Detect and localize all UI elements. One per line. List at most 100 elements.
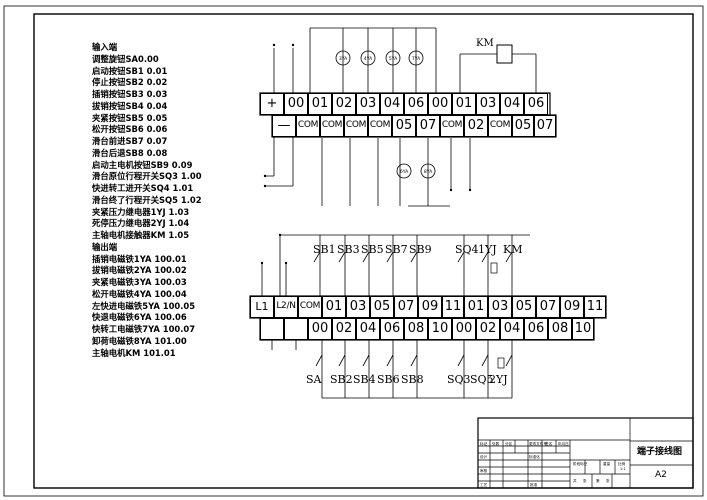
tb-label: 阶段标记: [573, 462, 588, 466]
contactor-label: KM: [476, 38, 494, 49]
switch-label: SQ5: [470, 373, 494, 386]
coil-6YA: 6YA: [400, 169, 409, 175]
terminal: 06: [524, 318, 548, 340]
input-item: 松开按钮SB6 0.06: [92, 124, 168, 135]
output-item: 左快进电磁铁5YA 100.05: [92, 300, 196, 311]
terminal: 03: [356, 93, 380, 115]
terminal: 06: [404, 93, 428, 115]
terminal: 02: [332, 93, 356, 115]
terminal-L1: L1: [250, 296, 274, 318]
terminal: 06: [524, 93, 548, 115]
input-heading: 输入端: [92, 42, 118, 52]
output-heading: 输出端: [92, 241, 118, 252]
terminal: 00: [284, 93, 308, 115]
tb-label: 张: [583, 479, 587, 483]
output-item: 拔销电磁铁2YA 100.02: [92, 265, 187, 276]
tb-label: 工艺: [480, 483, 488, 487]
tb-label: 签名: [545, 442, 553, 446]
tb-label: 批准: [530, 483, 538, 487]
terminal: 11: [442, 296, 464, 318]
coil-8YA: 8YA: [424, 169, 433, 175]
scale: 1:1: [620, 467, 626, 471]
switch-label: SB9: [409, 243, 432, 256]
output-item: 松开电磁铁4YA 100.04: [92, 288, 187, 299]
terminal: 00: [452, 318, 476, 340]
tb-label: 更改文件号: [529, 442, 547, 446]
terminal: 07: [534, 115, 556, 137]
terminal: 03: [476, 93, 500, 115]
ground-terminal: ⏚: [284, 318, 308, 340]
switch-label: SQ3: [447, 373, 471, 386]
tb-label: 重量: [603, 462, 611, 466]
tb-label: 张: [606, 479, 610, 483]
switch-label: SB6: [377, 373, 400, 386]
terminal: COM: [344, 115, 368, 137]
terminal: 10: [428, 318, 452, 340]
terminal: 08: [548, 318, 572, 340]
drawing-title: 端子接线图: [637, 447, 683, 457]
switch-label: SB3: [337, 243, 360, 256]
terminal: 00: [428, 93, 452, 115]
input-item: 快进转工进开关SQ4 1.01: [92, 183, 194, 193]
switch-label: SB2: [330, 373, 353, 386]
terminal: 07: [416, 115, 440, 137]
switch-label: 1YJ: [478, 243, 497, 256]
coil-3YA: 3YA: [339, 56, 348, 62]
tb-label: 比例: [618, 462, 626, 466]
coil-7YA: 7YA: [412, 56, 421, 62]
terminal: COM: [440, 115, 464, 137]
terminal: 02: [464, 115, 488, 137]
sheet-size: A2: [655, 470, 667, 480]
tb-label: 审核: [480, 469, 488, 473]
tb-label: 分区: [505, 442, 513, 446]
io-list: 输入端 调整旋钮SA0.00 启动按钮SB1 0.01 停止按钮SB2 0.02…: [92, 42, 202, 359]
tb-label: 标准化: [529, 455, 540, 459]
switch-label: KM: [503, 243, 523, 256]
input-item: 启动按钮SB1 0.01: [92, 65, 168, 76]
terminal: 06: [380, 318, 404, 340]
input-item: 死停压力继电器2YJ 1.04: [92, 218, 190, 229]
terminal: 02: [332, 318, 356, 340]
terminal: 01: [322, 296, 346, 318]
input-item: 调整旋钮SA0.00: [92, 53, 159, 64]
title-block-grid: [477, 417, 694, 489]
switch-label: SB8: [401, 373, 424, 386]
terminal: 04: [500, 318, 524, 340]
output-item: 卸荷电磁铁8YA 101.00: [92, 335, 187, 346]
outer-frame: [3, 5, 704, 497]
coil-5YA: 5YA: [389, 56, 398, 62]
input-item: 夹紧压力继电器1YJ 1.03: [92, 206, 190, 217]
terminal: 09: [560, 296, 584, 318]
input-item: 启动主电机按钮SB9 0.09: [92, 159, 193, 170]
output-item: 插销电磁铁1YA 100.01: [92, 253, 187, 264]
input-item: 滑台原位行程开关SQ3 1.00: [92, 171, 202, 182]
terminal-L2N: L2/N: [274, 296, 298, 318]
output-item: 快退电磁铁6YA 100.06: [92, 312, 187, 323]
input-item: 滑台终了行程开关SQ5 1.02: [92, 194, 202, 205]
switch-label: SB5: [361, 243, 384, 256]
terminal: 07: [394, 296, 418, 318]
terminal: COM: [320, 115, 344, 137]
bottom-wiring: [261, 234, 530, 399]
input-item: 插销按钮SB3 0.03: [92, 89, 168, 99]
terminal: 04: [380, 93, 404, 115]
terminal: 11: [584, 296, 606, 318]
tb-label: 处数: [492, 442, 500, 446]
terminal: 03: [346, 296, 370, 318]
output-item: 主轴电机KM 101.01: [92, 347, 176, 358]
output-item: 夹紧电磁铁3YA 100.03: [92, 277, 187, 287]
switch-label: SB7: [385, 243, 408, 256]
tb-label: 共: [573, 479, 577, 483]
terminal: 01: [308, 93, 332, 115]
terminal: 01: [464, 296, 488, 318]
terminal: 04: [356, 318, 380, 340]
terminal: 09: [418, 296, 442, 318]
terminal: 05: [512, 115, 534, 137]
inner-frame: [33, 13, 694, 489]
switch-label: SQ4: [455, 243, 479, 256]
tb-label: 设计: [480, 455, 488, 459]
switch-label: 2YJ: [489, 373, 508, 386]
terminal: COM: [368, 115, 392, 137]
terminal: 01: [452, 93, 476, 115]
